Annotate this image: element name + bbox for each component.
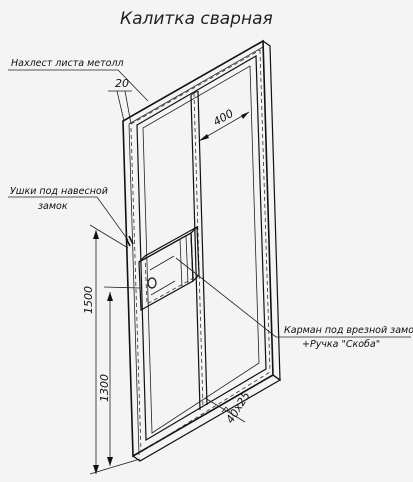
pocket-top [138,226,198,263]
pocket-hidden [144,255,200,305]
dim-arrow-left [199,134,209,141]
middle-post-top [190,90,199,96]
dim-overlap-value: 20 [115,77,129,90]
pocket-label-line2: +Ручка "Скоба" [302,339,380,350]
overlap-leader [8,69,149,102]
overlap-label: Нахлест листа метолл [11,58,124,69]
dim-height-upper: 1500 [82,224,129,474]
dim-1500-arrow-top [93,230,99,239]
dim-overlap: 20 [108,77,132,125]
dim-1500-value: 1500 [82,286,95,314]
overlap-edge-top [128,46,264,125]
lugs-label-line1: Ушки под навесной [10,186,108,197]
hidden-bottom [140,371,271,453]
pocket-divider [179,238,183,288]
pocket-line-2 [150,280,176,296]
gate-frame [122,39,282,462]
drawing-title: Калитка сварная [120,9,273,29]
lugs-callout: Ушки под навесной замок [8,186,129,241]
pocket-callout: Карман под врезной замок +Ручка "Скоба" [175,257,413,350]
hidden-right [259,49,271,373]
pocket-line-1 [149,255,175,271]
middle-post-right [197,90,208,406]
lug-1 [125,237,131,247]
dim-arrow-right [241,112,249,119]
dim-1300-ext [103,286,141,289]
dim-1500-ext [89,224,129,249]
dim-overlap-ext-1 [116,90,125,122]
pocket-label-line1: Карман под врезной замок [284,325,413,336]
lugs-leader [8,196,129,241]
dim-1300-arrow-top [107,292,113,301]
profile-value: 40x25 [224,389,253,425]
dim-overlap-ext-2 [124,90,132,125]
dim-1500-arrow-bottom [93,465,99,474]
profile-tick [221,406,231,413]
pocket-divider-2 [185,235,189,285]
lugs-label-line2: замок [38,201,68,212]
hidden-top [130,49,261,125]
lock-pocket [138,225,200,311]
overlap-callout: Нахлест листа метолл [8,58,149,102]
middle-post-left [190,94,201,411]
hidden-left [130,127,142,453]
profile-leader [204,397,246,423]
pocket-leader [175,257,411,338]
profile-callout: 40x25 [204,389,253,426]
lock-hole-icon [147,277,157,289]
lug-2 [128,235,134,245]
dim-baseline [89,458,141,475]
frame-depth-bottom [132,374,282,462]
dim-height-lower: 1300 [89,286,141,475]
dim-1300-arrow-bottom [107,457,113,466]
padlock-lugs [125,235,134,247]
dim-1300-value: 1300 [98,374,111,402]
inner-frame [136,54,267,442]
overlap-edge-left [128,123,140,456]
inner-frame-inside [142,65,260,434]
dim-spacing: 400 [198,107,250,142]
dim-spacing-value: 400 [211,107,236,129]
